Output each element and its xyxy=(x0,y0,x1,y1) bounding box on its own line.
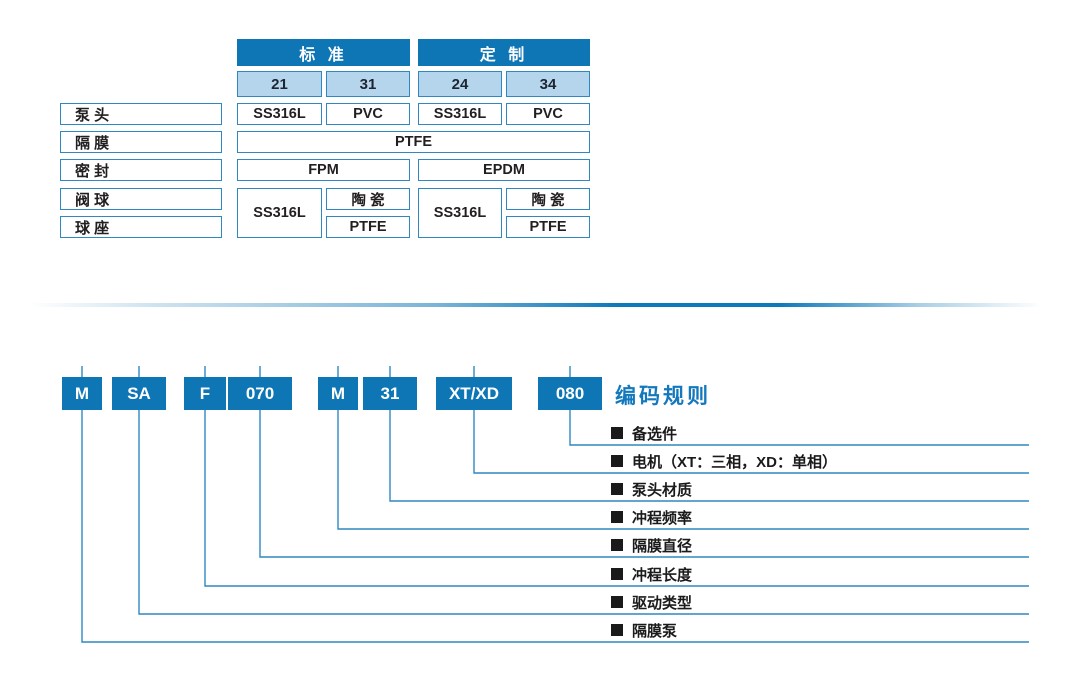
row-label-ball-seat: 球 座 xyxy=(60,216,222,238)
code-segment-box: M xyxy=(62,377,102,410)
legend-square-icon xyxy=(611,511,623,523)
table-cell: SS316L xyxy=(237,188,322,238)
legend-item: 驱动类型 xyxy=(611,592,692,612)
table-cell: 陶 瓷 xyxy=(506,188,590,210)
code-segment-box: SA xyxy=(112,377,166,410)
legend-label: 驱动类型 xyxy=(632,594,693,612)
code-segment-box: 070 xyxy=(228,377,292,410)
legend-item: 电机（XT：三相，XD：单相） xyxy=(611,451,837,471)
group-header-custom: 定 制 xyxy=(418,39,590,66)
table-cell: 陶 瓷 xyxy=(326,188,410,210)
legend-item: 隔膜直径 xyxy=(611,535,692,555)
legend-label: 电机（XT：三相，XD：单相） xyxy=(632,453,838,471)
table-cell: EPDM xyxy=(418,159,590,181)
table-cell: SS316L xyxy=(418,103,502,125)
table-cell: FPM xyxy=(237,159,410,181)
section-divider xyxy=(30,303,1042,307)
connector-line xyxy=(259,410,1029,558)
connector-line xyxy=(569,410,1029,446)
table-cell: PTFE xyxy=(237,131,590,153)
legend-label: 隔膜直径 xyxy=(632,537,693,555)
legend-square-icon xyxy=(611,455,623,467)
row-label-diaphragm: 隔 膜 xyxy=(60,131,222,153)
legend-square-icon xyxy=(611,427,623,439)
code-segment-box: 31 xyxy=(363,377,417,410)
legend-square-icon xyxy=(611,539,623,551)
connector-line xyxy=(81,410,1029,643)
code-column-header: 31 xyxy=(326,71,410,97)
code-segment-box: XT/XD xyxy=(436,377,512,410)
group-header-standard: 标 准 xyxy=(237,39,410,66)
table-cell: PVC xyxy=(326,103,410,125)
legend-label: 隔膜泵 xyxy=(632,622,678,640)
code-segment-box: 080 xyxy=(538,377,602,410)
legend-label: 冲程频率 xyxy=(632,509,693,527)
table-cell: PVC xyxy=(506,103,590,125)
connector-line xyxy=(204,410,1029,587)
legend-square-icon xyxy=(611,568,623,580)
table-cell: PTFE xyxy=(326,216,410,238)
connector-line xyxy=(337,410,1029,530)
connector-line xyxy=(389,410,1029,502)
legend-label: 冲程长度 xyxy=(632,566,693,584)
legend-item: 隔膜泵 xyxy=(611,620,677,640)
legend-label: 备选件 xyxy=(632,425,678,443)
code-segment-box: F xyxy=(184,377,226,410)
row-label-seal: 密 封 xyxy=(60,159,222,181)
code-column-header: 21 xyxy=(237,71,322,97)
legend-square-icon xyxy=(611,596,623,608)
table-cell: SS316L xyxy=(237,103,322,125)
connector-line xyxy=(473,410,1029,474)
table-cell: SS316L xyxy=(418,188,502,238)
table-cell: PTFE xyxy=(506,216,590,238)
legend-square-icon xyxy=(611,483,623,495)
code-column-header: 24 xyxy=(418,71,502,97)
legend-item: 泵头材质 xyxy=(611,479,692,499)
row-label-pump-head: 泵 头 xyxy=(60,103,222,125)
diagram-title: 编码规则 xyxy=(615,385,711,408)
legend-label: 泵头材质 xyxy=(632,481,693,499)
code-segment-box: M xyxy=(318,377,358,410)
row-label-valve-ball: 阀 球 xyxy=(60,188,222,210)
legend-item: 备选件 xyxy=(611,423,677,443)
code-column-header: 34 xyxy=(506,71,590,97)
connector-line xyxy=(138,410,1029,615)
legend-item: 冲程长度 xyxy=(611,564,692,584)
legend-square-icon xyxy=(611,624,623,636)
legend-item: 冲程频率 xyxy=(611,507,692,527)
